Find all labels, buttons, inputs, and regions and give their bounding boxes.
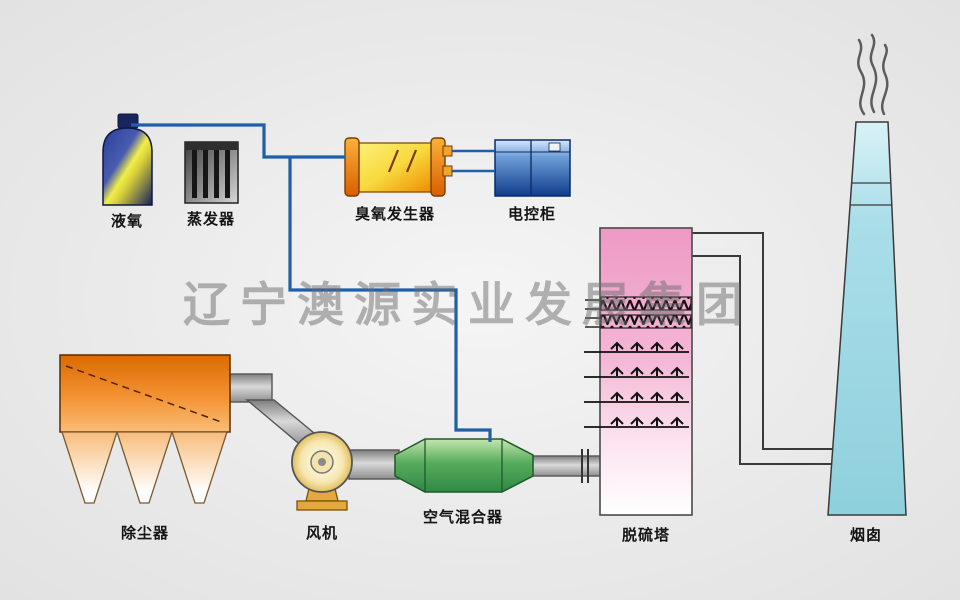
label-evaporator: 蒸发器: [186, 211, 236, 228]
ozone-generator-body: [356, 142, 434, 193]
terminal-connector: [442, 145, 453, 157]
fan-base: [296, 500, 348, 511]
air-mixer: [394, 438, 534, 493]
ozone-injection-pipe: [288, 157, 492, 442]
label-chimney: 烟囱: [849, 527, 883, 544]
ozone-generator: [344, 137, 453, 197]
dust-hopper: [171, 431, 228, 504]
dust-hopper: [61, 431, 118, 504]
dust-hopper: [116, 431, 173, 504]
fan-outlet-duct: [348, 449, 400, 480]
chimney-body: [827, 121, 907, 516]
label-dust-collector: 除尘器: [120, 525, 170, 542]
label-fan: 风机: [305, 525, 339, 542]
dust-collector-housing: [59, 354, 231, 433]
spray-headers: [584, 351, 689, 428]
control-cabinet: [494, 139, 571, 197]
collector-outlet-duct: [227, 373, 273, 403]
desulfurization-tower: [584, 227, 693, 516]
label-ozone-generator: 臭氧发生器: [354, 206, 436, 223]
ozone-generator-flange: [344, 137, 360, 197]
chimney: [827, 33, 907, 516]
oxygen-ozone-pipes: [131, 123, 495, 442]
oxygen-feed-pipe: [131, 123, 345, 159]
fan: [291, 431, 353, 511]
label-control-cabinet: 电控柜: [507, 206, 557, 223]
dust-collector: [59, 354, 231, 504]
tank-body: [102, 127, 153, 206]
cabinet-display: [548, 142, 561, 152]
mixer-to-tower-duct: [530, 455, 602, 477]
terminal-connector: [442, 165, 453, 177]
evaporator: [184, 141, 239, 204]
liquid-oxygen-tank: [102, 113, 153, 206]
demister-layer: [600, 314, 692, 329]
air-mixer-vessel: [394, 438, 534, 493]
demister-layer: [600, 296, 692, 311]
smoke-wisps: [857, 33, 889, 116]
tower-to-chimney-duct: [692, 232, 843, 465]
label-air-mixer: 空气混合器: [422, 509, 504, 526]
fan-hub: [318, 458, 326, 466]
label-liquid-oxygen: 液氧: [110, 213, 144, 230]
label-desulfurization-tower: 脱硫塔: [621, 527, 671, 544]
